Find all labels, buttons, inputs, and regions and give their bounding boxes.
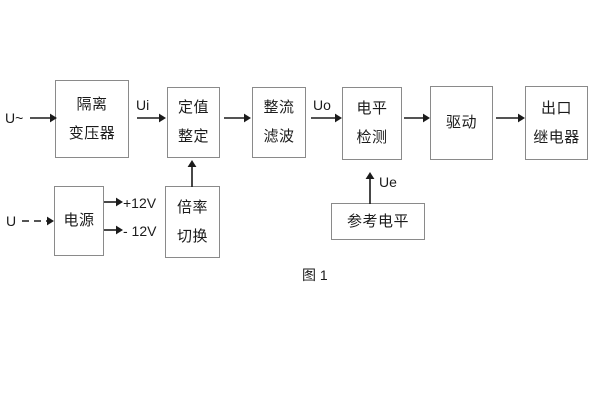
block-reference-level-line1: 参考电平	[346, 212, 409, 230]
block-output-relay-line1: 出口	[540, 99, 572, 117]
block-isolation-transformer: 隔离 变压器	[55, 80, 129, 158]
block-power-supply: 电源	[54, 186, 104, 256]
label-plus-12v: +12V	[123, 195, 157, 211]
arrow-input-dc-to-power-supply	[22, 215, 55, 227]
arrow-input-ac-to-isolation	[30, 112, 58, 124]
arrow-setting-to-rectify	[224, 112, 252, 124]
block-multiplier-switch-line1: 倍率	[176, 198, 208, 216]
label-ue: Ue	[379, 174, 397, 190]
figure-caption: 图 1	[302, 267, 328, 283]
block-rectify-filter-line2: 滤波	[263, 128, 295, 145]
block-reference-level: 参考电平	[331, 203, 425, 240]
block-setting-value: 定值 整定	[167, 87, 220, 158]
arrow-power-supply-minus-12v	[104, 224, 124, 236]
label-minus-12v: - 12V	[123, 223, 157, 239]
arrow-rectify-to-level-detect	[311, 112, 343, 124]
block-isolation-transformer-line1: 隔离	[76, 95, 108, 113]
label-input-ac: U~	[5, 110, 24, 126]
block-output-relay: 出口 继电器	[525, 86, 588, 160]
arrow-isolation-to-setting	[137, 112, 167, 124]
block-drive-line1: 驱动	[445, 114, 477, 132]
block-multiplier-switch: 倍率 切换	[165, 186, 220, 258]
block-setting-value-line1: 定值	[177, 99, 209, 117]
block-setting-value-line2: 整定	[177, 128, 209, 145]
arrow-multiplier-to-setting	[186, 159, 198, 187]
block-level-detect: 电平 检测	[342, 87, 402, 160]
arrow-drive-to-output-relay	[496, 112, 526, 124]
label-input-dc: U	[6, 213, 17, 229]
block-rectify-filter-line1: 整流	[263, 99, 295, 117]
block-isolation-transformer-line2: 变压器	[68, 124, 116, 142]
label-ui: Ui	[136, 97, 150, 113]
arrow-reference-to-level-detect	[364, 171, 376, 204]
arrow-level-detect-to-drive	[404, 112, 431, 124]
label-uo: Uo	[313, 97, 331, 113]
block-output-relay-line2: 继电器	[533, 128, 580, 146]
block-multiplier-switch-line2: 切换	[176, 227, 208, 245]
block-level-detect-line2: 检测	[356, 129, 388, 146]
arrow-power-supply-plus-12v	[104, 196, 124, 208]
block-power-supply-line1: 电源	[63, 212, 95, 230]
block-rectify-filter: 整流 滤波	[252, 87, 306, 158]
block-level-detect-line1: 电平	[356, 100, 388, 118]
block-drive: 驱动	[430, 86, 493, 160]
